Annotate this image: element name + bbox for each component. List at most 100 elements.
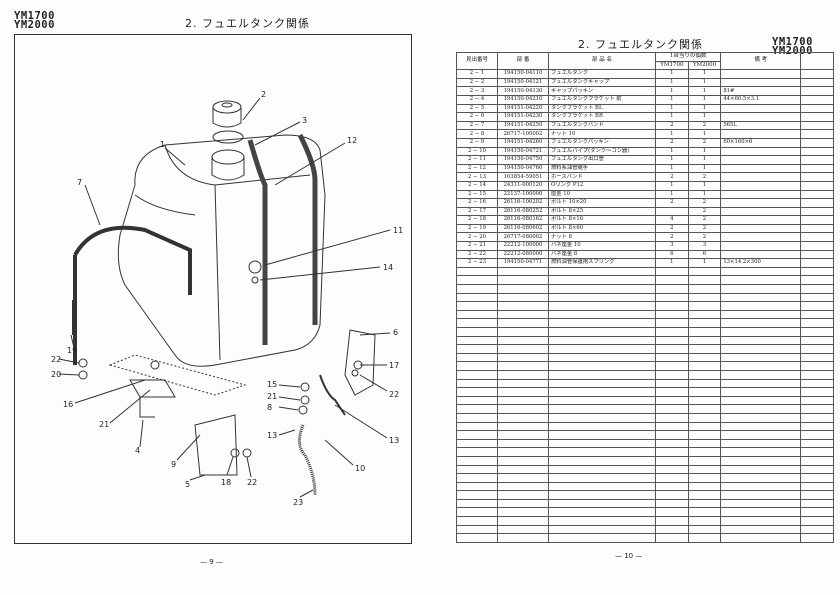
blank-cell xyxy=(548,498,656,509)
blank-cell xyxy=(800,327,834,337)
cell-rem xyxy=(720,163,802,174)
cell-name: フュエルタンク出口管 xyxy=(548,155,656,165)
blank-cell xyxy=(720,516,802,526)
cell-name: ホースバンド xyxy=(548,172,656,182)
cell-ref: 2 − 21 xyxy=(456,241,498,251)
blank-row xyxy=(456,266,834,277)
blank-cell xyxy=(800,490,834,500)
cell-extra xyxy=(800,86,834,96)
blank-cell xyxy=(456,481,498,492)
blank-cell xyxy=(548,327,656,337)
blank-row xyxy=(456,412,834,423)
blank-cell xyxy=(497,335,549,346)
cell-q1: 2 xyxy=(655,172,689,182)
model-label: YM1700 YM2000 xyxy=(14,10,55,31)
blank-cell xyxy=(800,378,834,389)
blank-cell xyxy=(800,404,834,414)
blank-cell xyxy=(800,516,834,526)
blank-cell xyxy=(655,404,689,414)
blank-cell xyxy=(497,387,549,397)
cell-part: 22212-100000 xyxy=(497,241,549,251)
blank-cell xyxy=(456,361,498,371)
blank-cell xyxy=(548,464,656,475)
page-title: 2. フュエルタンク関係 xyxy=(578,38,703,51)
blank-cell xyxy=(687,309,722,320)
blank-row xyxy=(456,438,834,449)
cell-q1: 2 xyxy=(655,137,689,148)
blank-cell xyxy=(655,335,689,346)
blank-cell xyxy=(800,455,834,466)
cell-name: ボルト 8×25 xyxy=(548,206,656,217)
blank-cell xyxy=(687,481,722,492)
cell-q1: 1 xyxy=(655,189,689,200)
blank-cell xyxy=(655,481,689,492)
cell-q2: 1 xyxy=(687,189,722,200)
blank-cell xyxy=(497,516,549,526)
callout-14: 14 xyxy=(383,263,393,272)
blank-cell xyxy=(655,369,689,380)
blank-cell xyxy=(548,318,656,328)
cell-ref: 2 − 5 xyxy=(456,103,498,114)
cell-rem xyxy=(720,241,802,251)
blank-cell xyxy=(720,473,802,483)
cell-rem xyxy=(720,77,802,88)
cell-name: フュエルパイプ(タンク〜コシ器) xyxy=(548,146,656,157)
blank-cell xyxy=(497,438,549,449)
callout-3: 3 xyxy=(302,116,307,125)
cell-rem xyxy=(720,249,802,260)
callout-17: 17 xyxy=(389,361,399,370)
blank-cell xyxy=(720,533,802,543)
cell-rem: 44×60.5×3.1 xyxy=(720,94,802,105)
cell-extra xyxy=(800,172,834,182)
blank-cell xyxy=(497,447,549,457)
model-line-1: YM1700 xyxy=(14,10,55,22)
cell-q2: 2 xyxy=(687,120,722,131)
fuel-tank-body xyxy=(117,134,326,367)
blank-cell xyxy=(548,361,656,371)
blank-row xyxy=(456,275,834,286)
blank-cell xyxy=(655,275,689,286)
cell-ref: 2 − 3 xyxy=(456,86,498,96)
blank-cell xyxy=(456,430,498,440)
blank-cell xyxy=(800,507,834,518)
blank-cell xyxy=(720,524,802,535)
blank-cell xyxy=(456,301,498,311)
header-extra xyxy=(800,51,834,71)
blank-cell xyxy=(655,412,689,423)
cell-ref: 2 − 18 xyxy=(456,215,498,225)
blank-cell xyxy=(655,344,689,354)
blank-cell xyxy=(456,284,498,294)
callout-19: 19 xyxy=(67,346,77,355)
cell-q1: 1 xyxy=(655,69,689,79)
blank-cell xyxy=(655,455,689,466)
blank-cell xyxy=(456,378,498,389)
blank-cell xyxy=(687,516,722,526)
cell-q2: 6 xyxy=(687,249,722,260)
callout-13a: 13 xyxy=(267,431,277,440)
blank-cell xyxy=(548,335,656,346)
blank-row xyxy=(456,378,834,389)
blank-cell xyxy=(456,524,498,535)
blank-row xyxy=(456,447,834,457)
cell-part: 194150-04121 xyxy=(497,77,549,88)
blank-row xyxy=(456,490,834,500)
blank-cell xyxy=(655,378,689,389)
cell-rem xyxy=(720,129,802,139)
blank-row xyxy=(456,335,834,346)
cell-ref: 2 − 11 xyxy=(456,155,498,165)
cell-rem xyxy=(720,146,802,157)
blank-cell xyxy=(497,266,549,277)
cell-name: タンクブラケット BL xyxy=(548,103,656,114)
cell-part: 194150-04130 xyxy=(497,86,549,96)
cell-part: 194151-04250 xyxy=(497,120,549,131)
blank-row xyxy=(456,352,834,363)
right-page: 2. フュエルタンク関係 YM1700 YM2000 見出番号 部 番 部 品 … xyxy=(420,0,840,595)
cell-ref: 2 − 2 xyxy=(456,77,498,88)
cell-q2: 2 xyxy=(687,215,722,225)
model-label: YM1700 YM2000 xyxy=(772,37,813,57)
blank-row xyxy=(456,455,834,466)
